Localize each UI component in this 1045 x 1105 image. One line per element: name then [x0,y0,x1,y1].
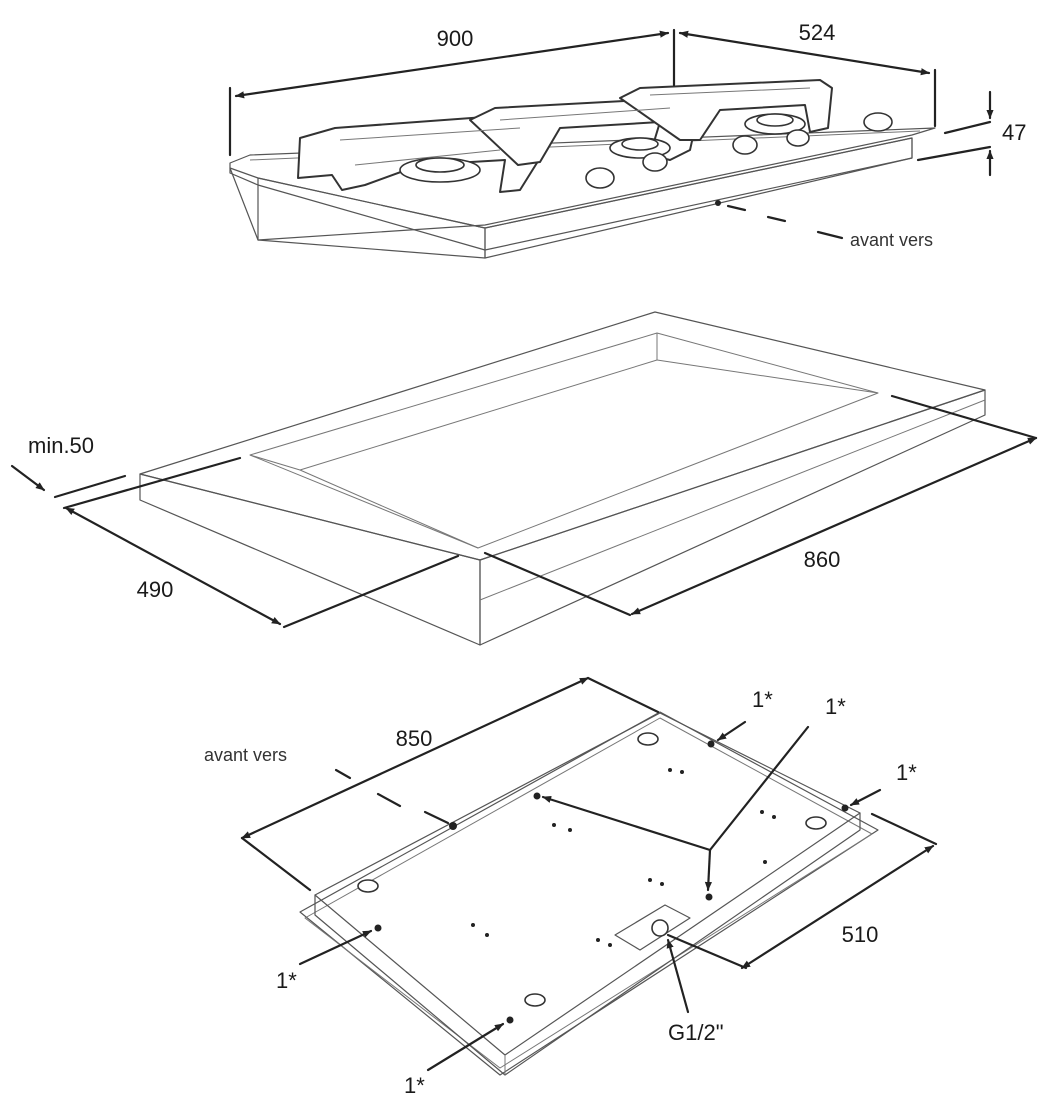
cutout-dimensions [10,394,1038,629]
underside-dimensions [240,676,938,1072]
hob-dimensions [228,28,994,240]
fixing-label-right: 1* [896,760,917,785]
gas-connection-label: G1/2" [668,1020,724,1045]
fixing-label-bottom: 1* [404,1073,425,1098]
pan-supports [297,79,833,193]
cutout-min-label: min.50 [28,433,94,458]
hob-depth-label: 524 [799,20,836,45]
length-850-arrow [240,676,590,840]
depth-510-arrow [740,844,935,970]
front-marker-dot [715,200,721,206]
control-knobs [585,112,893,189]
width-900-arrow [234,30,670,99]
worktop-cutout: min.50 490 860 [10,311,1038,646]
hob-perspective: 900 524 47 avant vers [228,20,1026,259]
cutout-opening [249,332,879,549]
hob-height-label: 47 [1002,120,1026,145]
width-860-arrow [630,436,1038,616]
cutout-width-label: 860 [804,547,841,572]
underside-tray-outline [299,711,879,1076]
underside-front-label: avant vers [204,745,287,765]
fixing-label-top-right: 1* [825,694,846,719]
fixing-label-top-left: 1* [752,687,773,712]
underside-features [357,732,849,1024]
hob-width-label: 900 [437,26,474,51]
underside-depth-label: 510 [842,922,879,947]
depth-524-arrow [678,30,931,76]
fixing-label-left: 1* [276,968,297,993]
front-marker-dot-underside [449,822,457,830]
gas-connector [651,919,669,937]
hob-front-label: avant vers [850,230,933,250]
depth-490-arrow [64,506,282,626]
hob-underside: 850 510 avant vers G1/2" 1* 1* 1* 1* 1* [204,676,938,1098]
cutout-depth-label: 490 [137,577,174,602]
underside-length-label: 850 [396,726,433,751]
worktop-top [139,311,986,561]
